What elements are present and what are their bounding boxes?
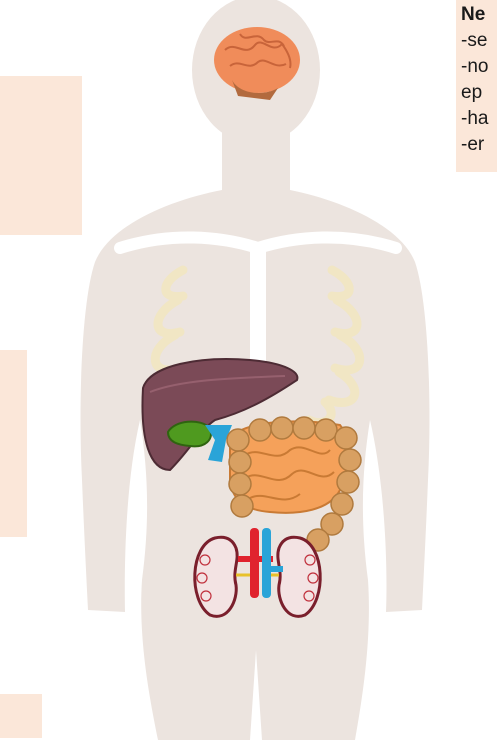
note-line-4: -ha: [456, 106, 497, 132]
note-line-3: ep: [456, 80, 497, 106]
label-box-right-top: Ne -se -no ep -ha -er: [456, 0, 497, 172]
note-line-2: -no: [456, 54, 497, 80]
note-line-5: -er: [456, 132, 497, 158]
note-line-1: -se: [456, 28, 497, 54]
note-title: Ne: [456, 0, 497, 28]
gallbladder-icon: [168, 422, 211, 447]
